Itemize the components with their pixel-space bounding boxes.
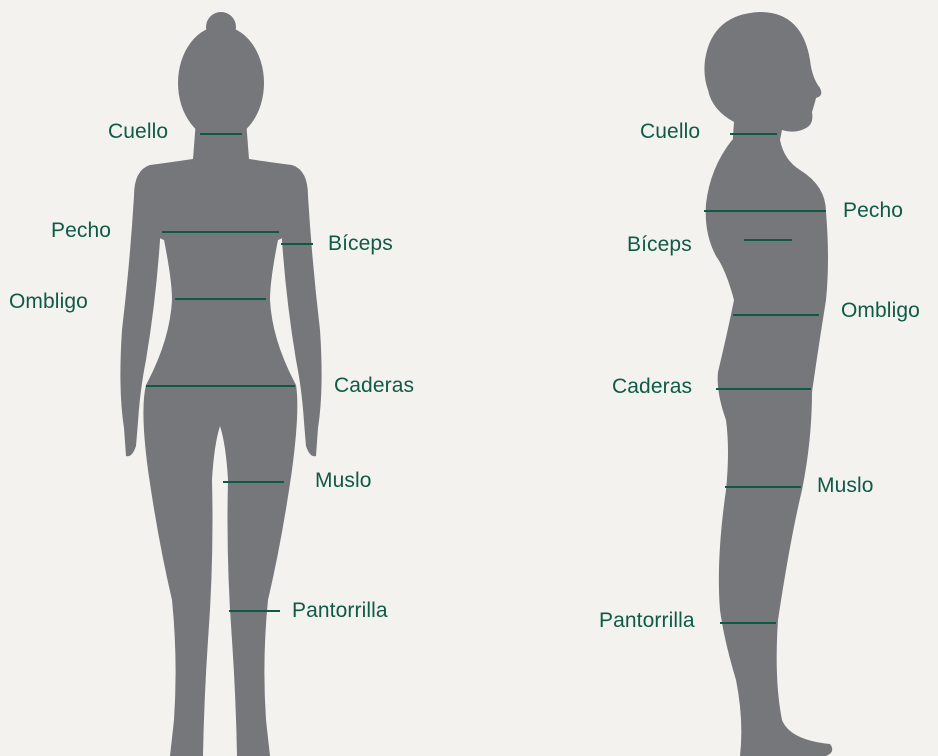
male-side-silhouette-icon [704, 12, 832, 756]
front-thigh-label: Muslo [315, 469, 372, 493]
front-biceps-label: Bíceps [328, 232, 393, 256]
front-chest-label: Pecho [51, 219, 111, 243]
side-hips-label: Caderas [612, 375, 692, 399]
front-navel-label: Ombligo [9, 290, 88, 314]
front-neck-label: Cuello [108, 120, 168, 144]
side-chest-label: Pecho [843, 199, 903, 223]
side-calf-label: Pantorrilla [599, 609, 695, 633]
front-calf-label: Pantorrilla [292, 599, 388, 623]
side-neck-label: Cuello [640, 120, 700, 144]
side-biceps-label: Bíceps [627, 233, 692, 257]
side-thigh-label: Muslo [817, 474, 874, 498]
side-navel-label: Ombligo [841, 299, 920, 323]
front-hips-label: Caderas [334, 374, 414, 398]
